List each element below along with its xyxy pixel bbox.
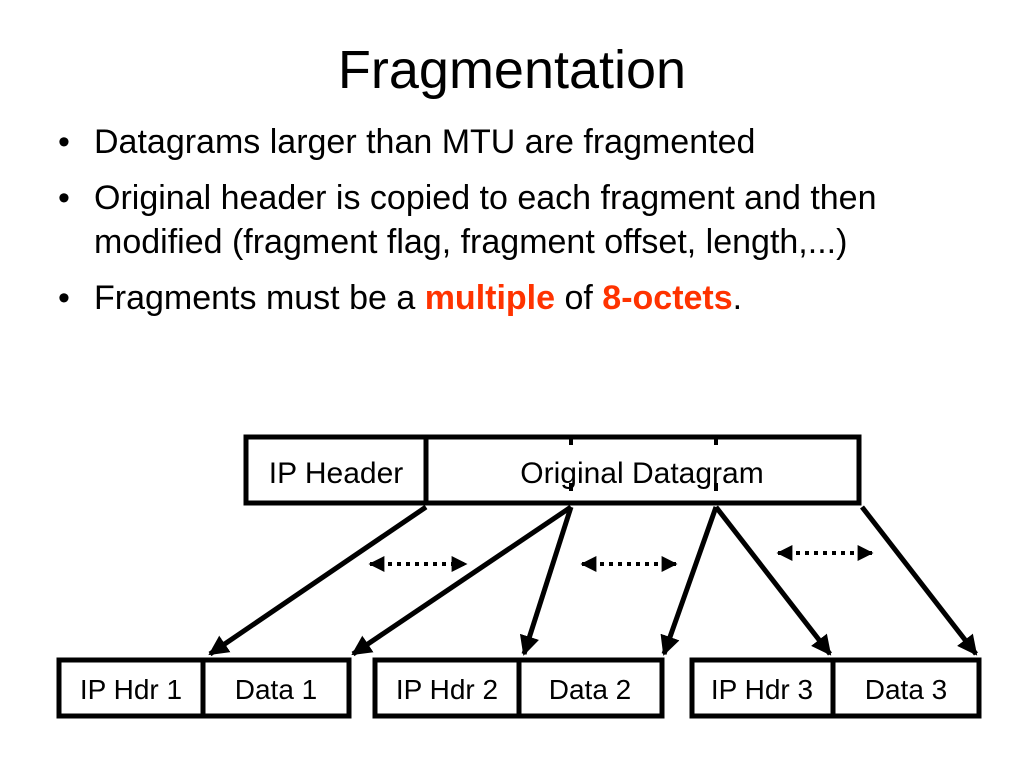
fragment-2-data-label: Data 2: [549, 674, 632, 705]
fragment-2-header-box: [372, 657, 522, 719]
bullet-item: Original header is copied to each fragme…: [58, 176, 958, 264]
bullet-list: Datagrams larger than MTU are fragmented…: [58, 120, 958, 332]
bullet-text-mid: of: [555, 279, 603, 317]
highlight-8-octets: 8-octets: [602, 279, 733, 317]
highlight-multiple: multiple: [424, 279, 556, 317]
mapping-arrow: [714, 505, 832, 656]
mapping-arrow: [351, 504, 573, 657]
fragment-1-data-box: [200, 657, 352, 719]
fragment-3-header-box: [689, 657, 836, 719]
bullet-item: Datagrams larger than MTU are fragmented: [58, 120, 958, 164]
mapping-arrow: [660, 506, 719, 656]
mapping-arrow: [519, 506, 574, 656]
fragment-3-data-box: [830, 657, 982, 719]
mapping-arrow: [208, 504, 428, 657]
fragment-2-header-label: IP Hdr 2: [396, 674, 498, 705]
bullet-item: Fragments must be a multiple of 8-octets…: [58, 276, 958, 320]
bullet-text: Datagrams larger than MTU are fragmented: [94, 123, 756, 161]
fragment-1-data-label: Data 1: [235, 674, 318, 705]
original-datagram-box: [423, 434, 862, 506]
fragment-2-data-box: [516, 657, 665, 719]
bullet-text: Original header is copied to each fragme…: [94, 179, 877, 261]
fragment-3-data-label: Data 3: [865, 674, 948, 705]
ip-header-label: IP Header: [269, 457, 404, 490]
fragment-3-header-label: IP Hdr 3: [711, 674, 813, 705]
bullet-text-post: .: [732, 279, 743, 317]
slide-title: Fragmentation: [337, 40, 687, 100]
bullet-text-pre: Fragments must be a: [94, 279, 425, 317]
original-datagram-label: Original Datagram: [520, 457, 763, 490]
fragment-1-header-box: [56, 657, 206, 719]
fragment-1-header-label: IP Hdr 1: [80, 674, 182, 705]
mapping-arrow: [860, 505, 978, 656]
